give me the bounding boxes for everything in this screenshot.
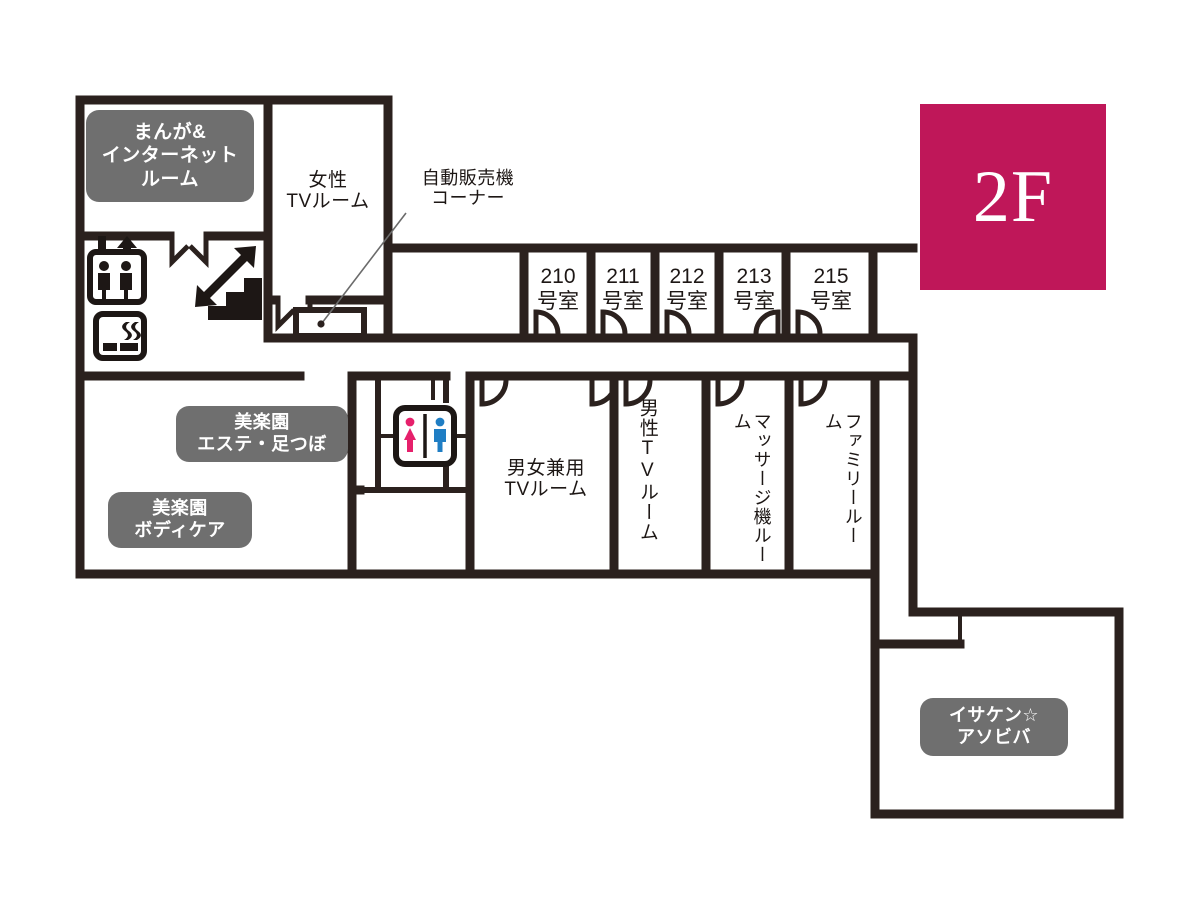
door-male-tv [623, 379, 653, 407]
wall-structure-lower [75, 371, 918, 579]
door-212 [664, 309, 692, 335]
wall-structure-upper [75, 95, 918, 617]
door-213 [753, 309, 781, 335]
door-215 [795, 309, 823, 335]
pill-manga-internet-room[interactable]: まんが& インターネット ルーム [86, 110, 254, 202]
door-manga-right [188, 236, 209, 269]
pill-birakuen-bodycare[interactable]: 美楽園 ボディケア [108, 492, 252, 548]
pill-isaken-asobiba[interactable]: イサケン☆ アソビバ [920, 698, 1068, 756]
restroom-icon [393, 405, 457, 467]
label-female-tv-room: 女性 TVルーム [286, 170, 370, 213]
floor-badge: 2F [920, 104, 1106, 290]
door-massage [715, 379, 745, 407]
stairs-icon [195, 246, 262, 320]
pill-birakuen-este[interactable]: 美楽園 エステ・足つぼ [176, 406, 348, 462]
label-male-tv-room: 男性TVルーム [636, 398, 658, 542]
door-211 [600, 309, 628, 335]
label-massage-machine-room: マッサージ機ルーム [731, 412, 772, 564]
door-manga-left [169, 236, 190, 269]
vending-machine-icon [293, 307, 367, 339]
wall-structure-isaken [870, 569, 1124, 819]
door-unisex-tv-right [589, 379, 619, 407]
lower-room-doors [479, 379, 828, 407]
manga-room-door [169, 236, 209, 269]
door-210 [533, 309, 561, 335]
label-vending-callout: 自動販売機 コーナー [421, 168, 515, 209]
guest-room-doors [533, 309, 823, 335]
vending-callout-leader [317, 212, 407, 328]
label-family-room: ファミリールーム [822, 412, 863, 545]
floor-badge-label: 2F [972, 156, 1054, 238]
door-unisex-tv-left [479, 379, 509, 407]
door-female-left [275, 300, 296, 333]
elevator-icon [87, 236, 147, 305]
door-family [798, 379, 828, 407]
label-unisex-tv-room: 男女兼用 TVルーム [504, 458, 588, 501]
smoking-room-icon [93, 311, 147, 361]
